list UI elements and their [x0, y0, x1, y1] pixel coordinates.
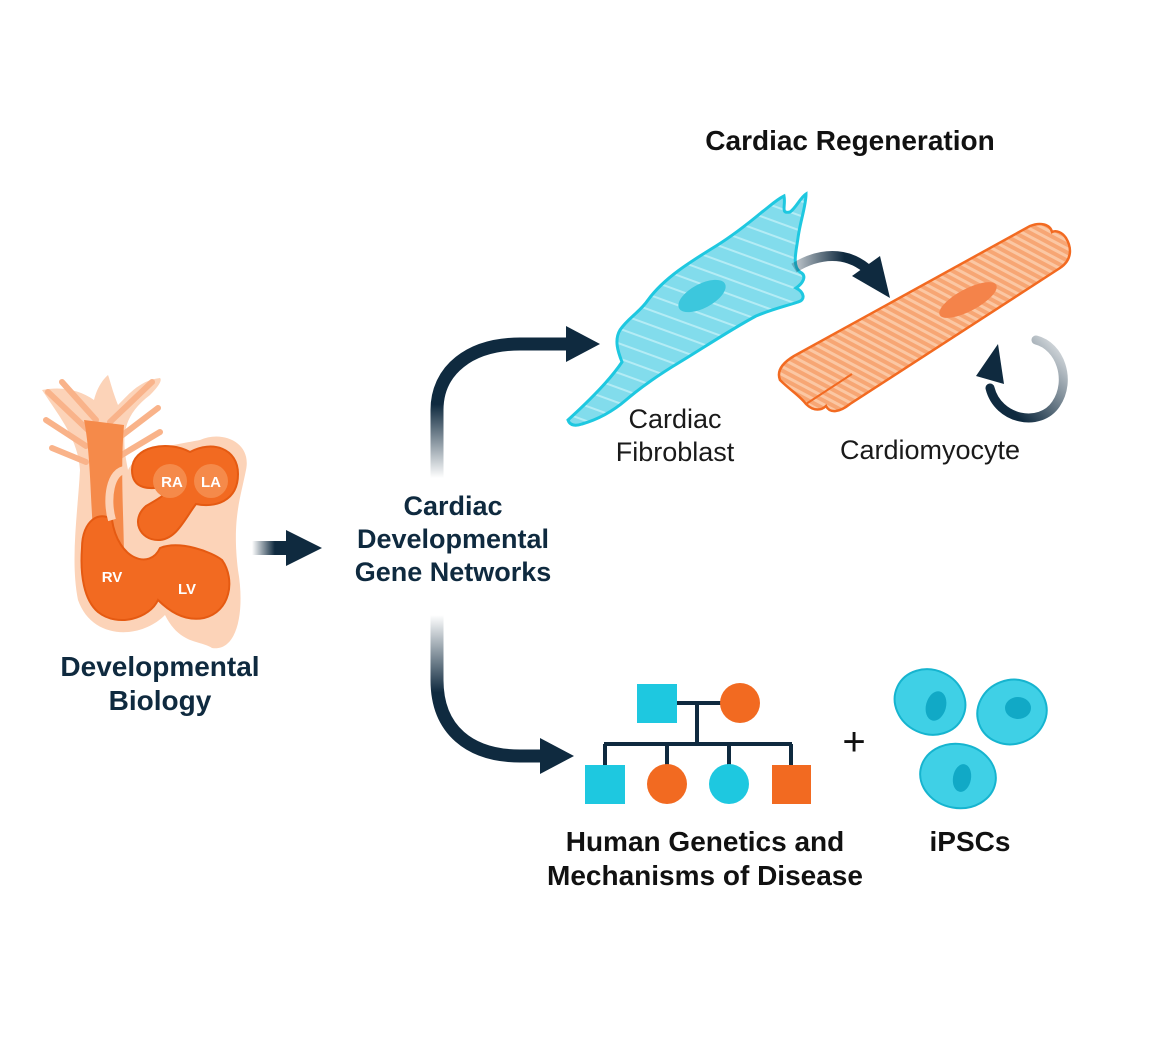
- heart-label-rv: RV: [102, 569, 123, 586]
- pedigree-child: [647, 764, 687, 804]
- cardiac-fibroblast-label-line-1: Cardiac: [628, 404, 722, 434]
- ipsc-cells-icon: [893, 668, 1048, 810]
- arrow-fibroblast-to-cardiomyocyte: [791, 251, 890, 298]
- cardiomyocyte-icon: [777, 222, 1072, 413]
- ventricles: [80, 515, 231, 621]
- ipsc-cell: [893, 668, 967, 736]
- cardiac-fibroblast-label-line-2: Fibroblast: [615, 436, 735, 467]
- heart-label-la: LA: [201, 474, 221, 491]
- gene-networks-label-line-3: Gene Networks: [354, 556, 552, 587]
- cardiac-regeneration-title: Cardiac Regeneration: [705, 125, 995, 156]
- embryonic-heart-icon: [42, 375, 247, 649]
- pedigree-child: [772, 765, 811, 804]
- self-renewal-arrow-icon: [976, 335, 1068, 423]
- human-genetics-label-line-2: Mechanisms of Disease: [547, 860, 863, 892]
- pedigree-child: [585, 765, 625, 804]
- pedigree-chart-icon: [585, 683, 811, 804]
- arrow-to-cardiac-regeneration: [430, 326, 600, 478]
- ipscs-label: iPSCs: [929, 826, 1011, 857]
- gene-networks-label-line-2: Developmental: [356, 523, 550, 554]
- cardiac-fibroblast-label: Cardiac Fibroblast: [585, 403, 765, 469]
- pedigree-child: [709, 764, 749, 804]
- cardiac-fibroblast-icon: [566, 191, 808, 427]
- cardiomyocyte-label: Cardiomyocyte: [839, 435, 1021, 465]
- developmental-biology-label: Developmental Biology: [30, 650, 290, 718]
- arrow-to-human-genetics: [430, 615, 574, 774]
- arrow-to-gene-networks: [252, 530, 322, 566]
- pedigree-father: [637, 684, 677, 723]
- developmental-biology-label-line-1: Developmental: [60, 651, 260, 682]
- gene-networks-label-line-1: Cardiac: [403, 491, 503, 521]
- heart-label-ra: RA: [161, 474, 183, 491]
- heart-label-lv: LV: [178, 581, 196, 598]
- ipsc-cell: [976, 678, 1048, 746]
- human-genetics-label: Human Genetics and Mechanisms of Disease: [510, 825, 900, 893]
- human-genetics-label-line-1: Human Genetics and: [565, 826, 845, 857]
- gene-networks-label: Cardiac Developmental Gene Networks: [318, 490, 588, 589]
- ipsc-cell: [919, 742, 997, 810]
- pedigree-mother: [720, 683, 760, 723]
- developmental-biology-label-line-2: Biology: [108, 685, 212, 717]
- plus-sign: +: [842, 720, 866, 764]
